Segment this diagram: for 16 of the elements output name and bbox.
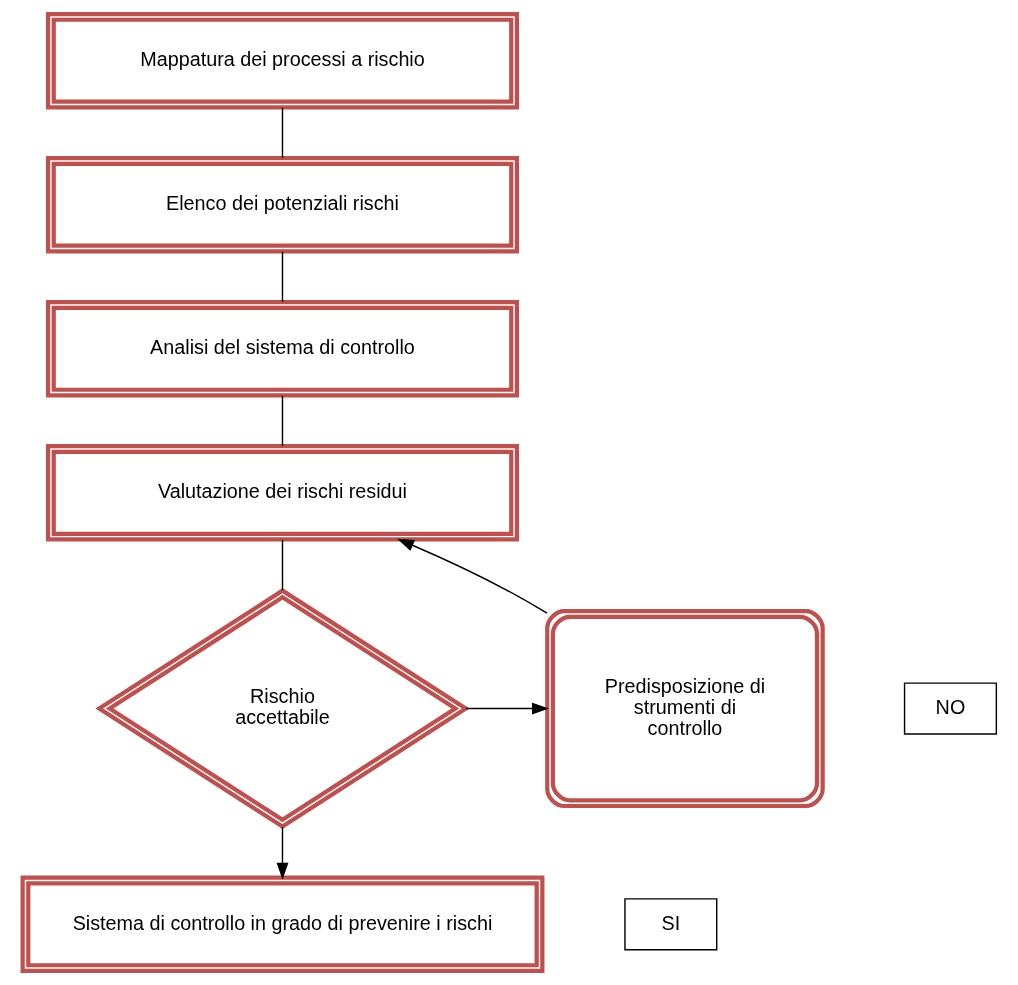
connector — [281, 394, 283, 447]
connector — [281, 106, 283, 159]
arrow — [276, 826, 288, 880]
node-box: NO — [903, 682, 997, 735]
arrow — [464, 702, 549, 715]
node-box: Valutazione dei rischi residui — [45, 444, 519, 542]
arrow — [396, 538, 548, 614]
node-box: Analisi del sistema di controllo — [45, 300, 519, 398]
node-box: Elenco dei potenziali rischi — [45, 156, 519, 254]
connector — [281, 539, 283, 591]
node-diamond: Rischio accettabile — [94, 588, 470, 830]
connector — [281, 250, 283, 303]
node-box: Mappatura dei processi a rischio — [45, 12, 519, 110]
node-box: Sistema di controllo in grado di prevenire i rischi — [20, 875, 544, 973]
node-box: SI — [623, 898, 717, 951]
node-box: Predisposizione di strumenti di controllo — [544, 609, 825, 809]
